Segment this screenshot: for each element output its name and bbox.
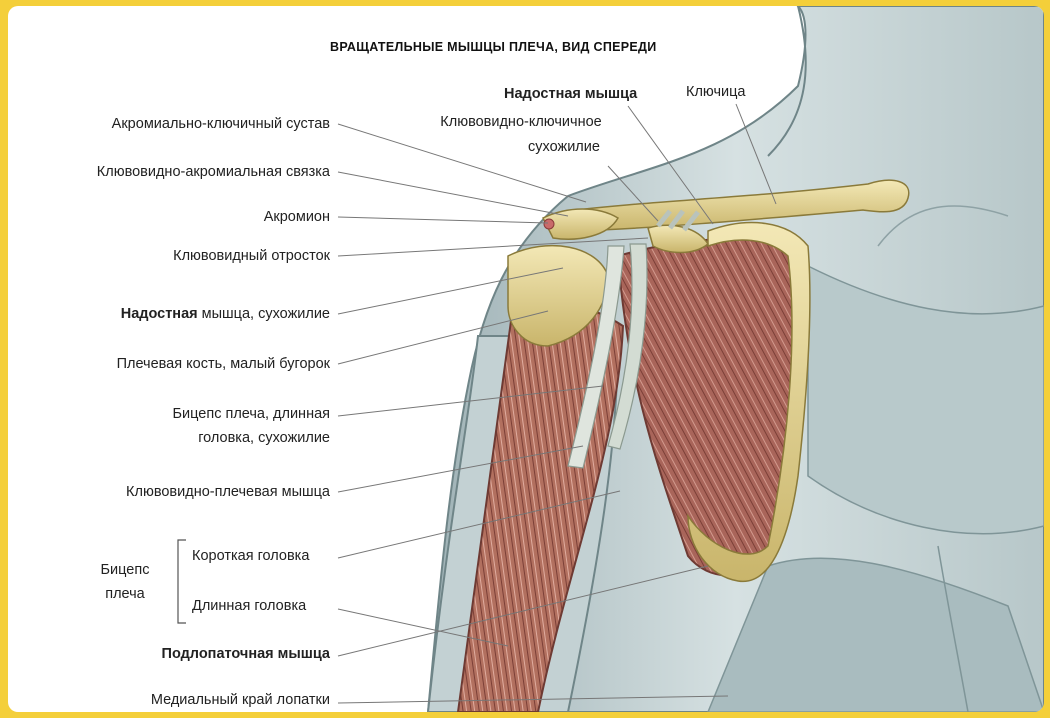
label-coracobrachialis: Клювовидно-плечевая мышца — [8, 484, 330, 501]
label-acromioclavicular-joint: Акромиально-ключичный сустав — [8, 116, 330, 133]
label-supraspinatus-tendon: Надостная мышца, сухожилие — [8, 306, 330, 323]
label-long-head: Длинная головка — [192, 598, 306, 615]
biceps-bracket — [178, 540, 186, 623]
label-supraspinatus-tendon-rest: мышца, сухожилие — [202, 306, 330, 322]
diagram-frame: ВРАЩАТЕЛЬНЫЕ МЫШЦЫ ПЛЕЧА, ВИД СПЕРЕДИ На… — [8, 6, 1044, 712]
label-biceps-group-line2: плеча — [90, 586, 160, 603]
label-humerus-lesser-tubercle: Плечевая кость, малый бугорок — [8, 356, 330, 373]
label-short-head: Короткая головка — [192, 548, 309, 565]
label-coracoclavicular-tendon-line2: сухожилие — [528, 139, 600, 156]
label-biceps-group-line1: Бицепс — [90, 562, 160, 579]
label-supraspinatus-tendon-bold: Надостная — [121, 306, 198, 322]
label-coracoacromial-ligament: Клювовидно-акромиальная связка — [8, 164, 330, 181]
label-subscapularis: Подлопаточная мышца — [8, 646, 330, 663]
label-clavicle: Ключица — [686, 84, 746, 101]
label-coracoid-process: Клювовидный отросток — [8, 248, 330, 265]
label-biceps-long-tendon-line1: Бицепс плеча, длинная — [8, 406, 330, 423]
label-medial-border: Медиальный край лопатки — [8, 692, 330, 709]
label-supraspinatus-top: Надостная мышца — [504, 86, 637, 103]
label-biceps-long-tendon-line2: головка, сухожилие — [8, 430, 330, 447]
label-coracoclavicular-tendon-line1: Клювовидно-ключичное — [416, 114, 626, 131]
label-acromion: Акромион — [8, 209, 330, 226]
diagram-title: ВРАЩАТЕЛЬНЫЕ МЫШЦЫ ПЛЕЧА, ВИД СПЕРЕДИ — [330, 40, 657, 54]
